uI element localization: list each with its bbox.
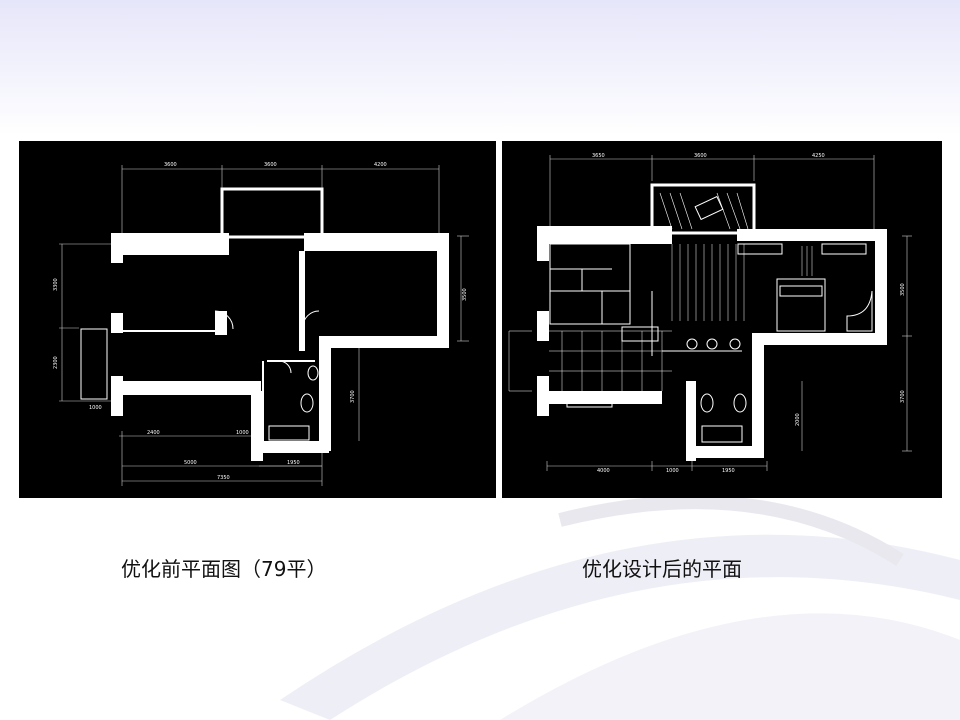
dim-top-3: 4250 xyxy=(812,153,825,159)
dim-bottom-1950: 1950 xyxy=(287,460,300,466)
dim-right-upper: 3500 xyxy=(900,283,906,296)
dim-top-2: 3600 xyxy=(694,153,707,159)
floor-plan-after: 3650 3600 4250 3500 3700 2000 4000 1000 … xyxy=(502,141,942,498)
kitchen-tiles xyxy=(508,330,672,392)
dim-bottom-total: 7350 xyxy=(217,475,230,481)
dim-bottom-2400: 2400 xyxy=(147,430,160,436)
floor-plan-after-drawing: 3650 3600 4250 3500 3700 2000 4000 1000 … xyxy=(508,153,912,474)
caption-after-plan: 优化设计后的平面 xyxy=(582,557,742,581)
dim-left-upper: 3300 xyxy=(53,278,59,291)
dim-right-lower: 3700 xyxy=(350,390,356,403)
walls xyxy=(111,233,449,461)
floor-plan-before: 3600 3600 4200 3300 2300 3500 3700 1000 … xyxy=(19,141,496,498)
flooring-stripes xyxy=(671,244,813,321)
floor-plan-before-drawing: 3600 3600 4200 3300 2300 3500 3700 1000 … xyxy=(53,162,469,486)
caption-before-plan: 优化前平面图（79平） xyxy=(121,557,327,581)
dim-bottom-1950: 1950 xyxy=(722,468,735,474)
balcony-pattern xyxy=(659,192,749,230)
dim-top-3: 4200 xyxy=(374,162,387,168)
dim-bottom-left: 1000 xyxy=(89,405,102,411)
furniture xyxy=(549,243,873,443)
dim-top-1: 3600 xyxy=(164,162,177,168)
dimension-lines xyxy=(546,155,912,471)
dim-bottom-4000: 4000 xyxy=(597,468,610,474)
dim-bottom-1000: 1000 xyxy=(666,468,679,474)
partition-walls xyxy=(123,330,315,441)
fixtures xyxy=(80,310,320,441)
dim-bottom-mid: 1000 xyxy=(236,430,249,436)
dim-inner-2000: 2000 xyxy=(795,413,801,426)
dim-right-lower: 3700 xyxy=(900,390,906,403)
dim-top-2: 3600 xyxy=(264,162,277,168)
walls xyxy=(537,226,887,461)
dim-bottom-5000: 5000 xyxy=(184,460,197,466)
dim-top-1: 3650 xyxy=(592,153,605,159)
dim-left-lower: 2300 xyxy=(53,356,59,369)
dim-right-upper: 3500 xyxy=(462,288,468,301)
